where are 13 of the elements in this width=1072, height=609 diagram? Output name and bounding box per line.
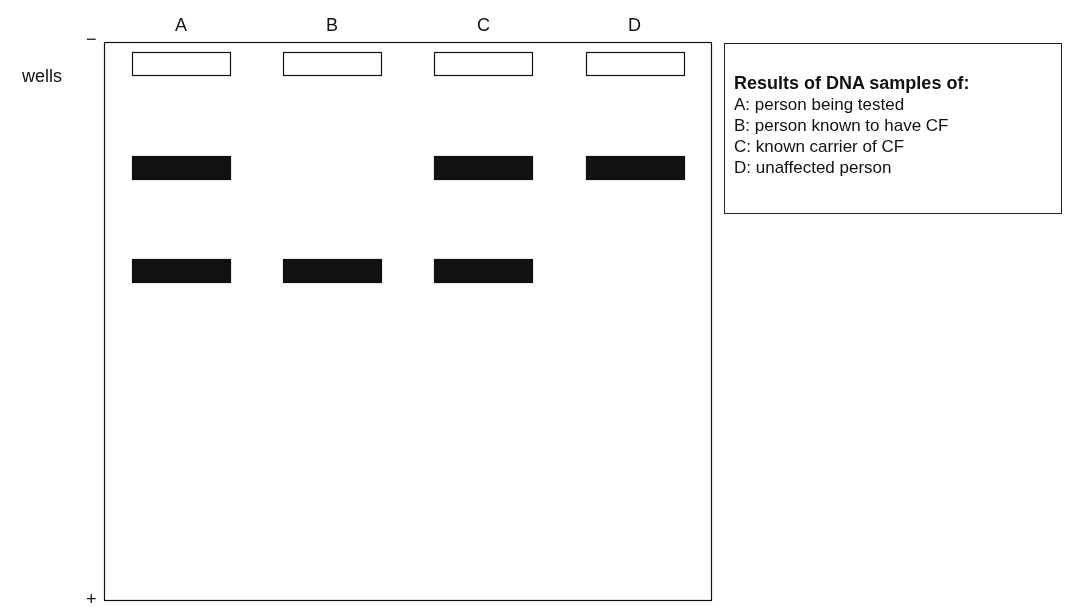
wells-label: wells <box>22 66 62 86</box>
legend-entry: C: known carrier of CF <box>734 136 906 157</box>
lane-letter: C <box>477 15 490 35</box>
lane-letter: B <box>326 15 338 35</box>
legend-entry: A: person being tested <box>734 94 906 115</box>
legend-heading: Results of DNA samples of: <box>734 73 971 94</box>
lane-letter: D <box>628 15 641 35</box>
lane-letter: A <box>175 15 187 35</box>
legend-entry: D: unaffected person <box>734 157 893 178</box>
legend-entry: B: person known to have CF <box>734 115 950 136</box>
legend-box <box>724 43 1062 214</box>
negative-sign: − <box>86 29 97 49</box>
positive-sign: + <box>86 589 97 609</box>
